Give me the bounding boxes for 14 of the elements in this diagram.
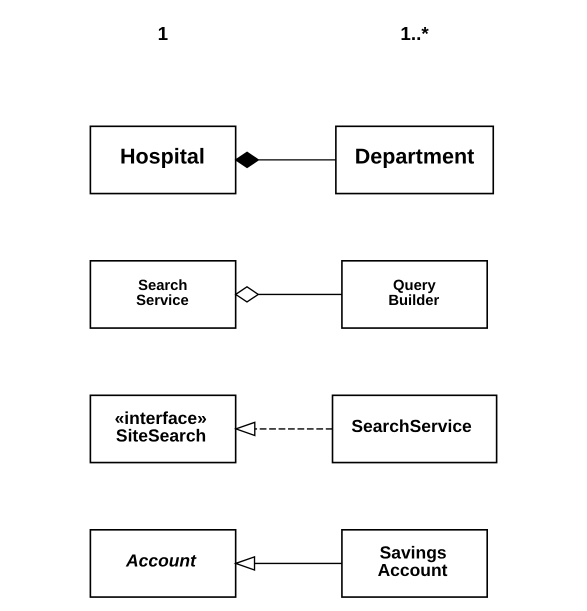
node-box: Search Service [90,260,236,329]
connector [234,152,336,168]
label: 1..* [400,22,429,44]
arrow [234,421,332,436]
node-box: Hospital [90,125,236,194]
node-box: Account [90,529,236,598]
connector [234,286,342,303]
arrow [234,556,342,571]
label: 1 [158,22,168,44]
node-box: SearchService [332,394,498,464]
node-box: Query Builder [341,260,488,329]
node-box: «interface» SiteSearch [90,394,236,464]
node-box: Department [335,125,494,194]
node-box: Savings Account [341,529,488,598]
